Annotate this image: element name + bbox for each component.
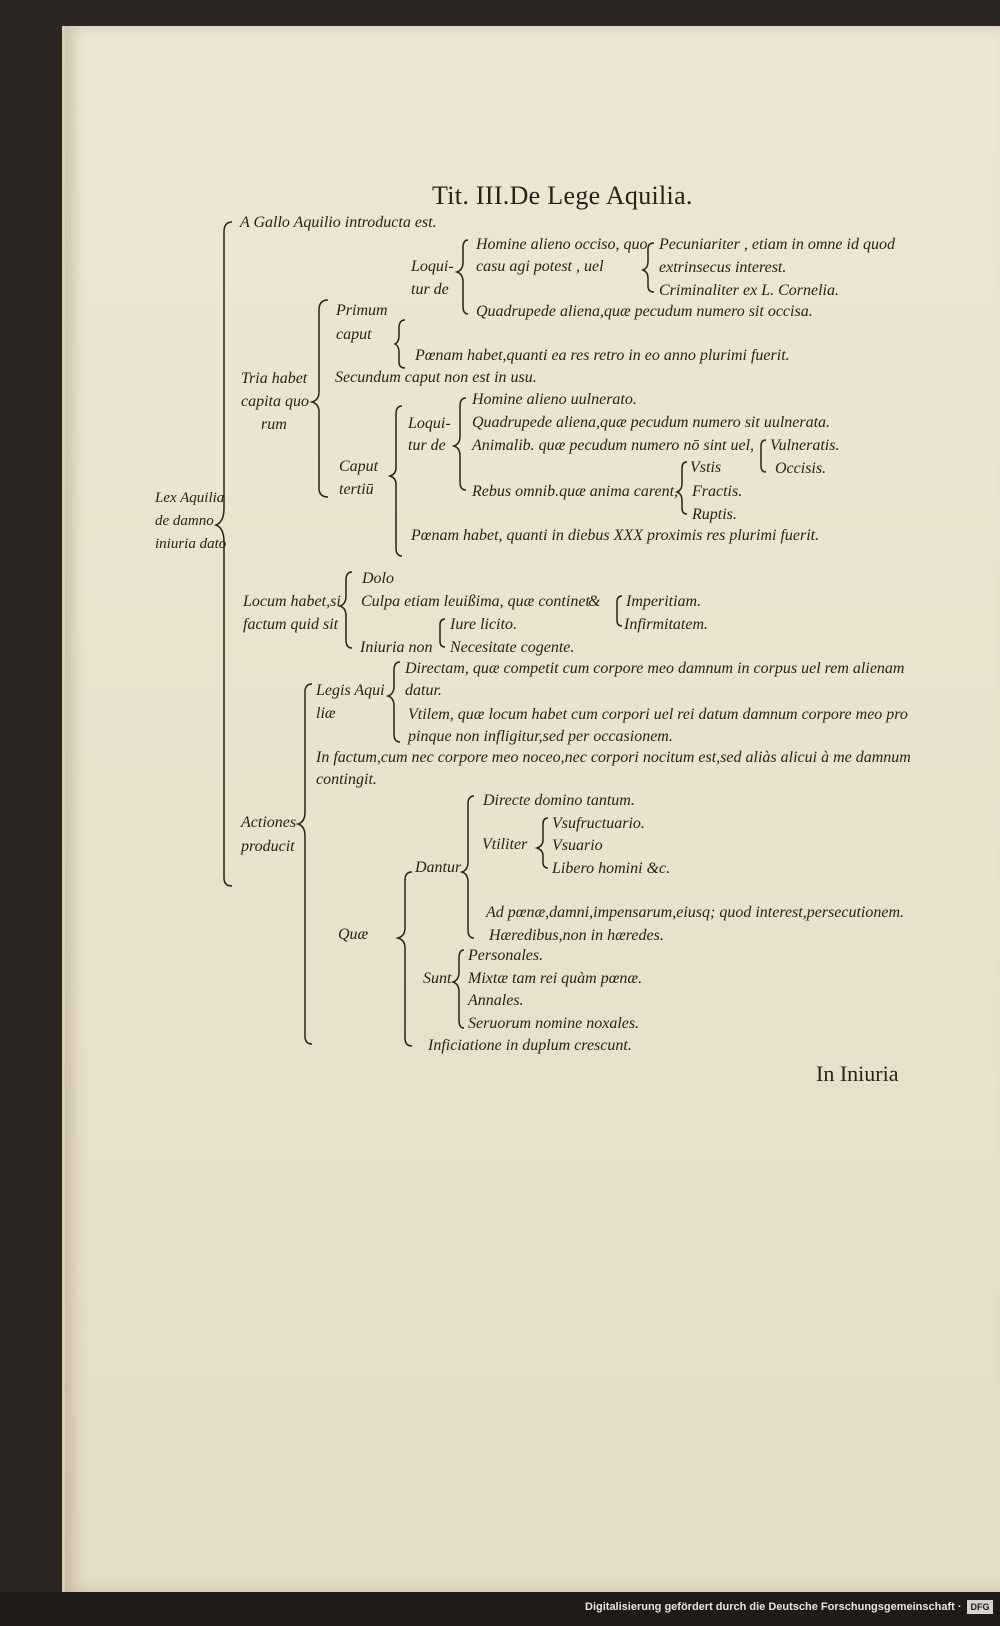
tria-habet: Tria habet bbox=[241, 370, 308, 387]
libero-homini: Libero homini &c. bbox=[552, 860, 671, 877]
brace-quae bbox=[395, 871, 413, 1047]
pecuniariter-2: extrinsecus interest. bbox=[659, 259, 787, 276]
infirmitatem: Infirmitatem. bbox=[624, 616, 708, 633]
fractis: Fractis. bbox=[692, 483, 743, 500]
caput-label: caput bbox=[336, 326, 372, 343]
actiones: Actiones bbox=[241, 814, 297, 831]
in-factum-2: contingit. bbox=[316, 771, 377, 788]
sunt-label: Sunt bbox=[423, 970, 452, 987]
quadrupede-uulnerata: Quadrupede aliena,quæ pecudum numero sit… bbox=[472, 414, 831, 431]
rum: rum bbox=[261, 416, 287, 433]
brace-loq1 bbox=[454, 239, 469, 315]
iniuria-non: Iniuria non bbox=[360, 639, 433, 656]
loquitur-1b: tur de bbox=[411, 281, 449, 298]
animalib: Animalib. quæ pecudum numero nō sint uel… bbox=[472, 437, 755, 454]
necessitate: Necesitate cogente. bbox=[450, 639, 575, 656]
poenam-habet-2: Pœnam habet, quanti in diebus XXX proxim… bbox=[411, 527, 820, 544]
homine-uulnerato: Homine alieno uulnerato. bbox=[472, 391, 637, 408]
pecuniariter-1: Pecuniariter , etiam in omne id quod bbox=[659, 236, 895, 253]
brace-locum bbox=[337, 571, 353, 649]
capita-quo: capita quo bbox=[241, 393, 309, 410]
footer-strip bbox=[0, 1592, 1000, 1626]
ad-poenae: Ad pœnæ,damni,impensarum,eiusq; quod int… bbox=[486, 904, 905, 921]
locum-habet-2: factum quid sit bbox=[243, 616, 339, 633]
dfg-logo: DFG bbox=[967, 1600, 993, 1614]
brace-root bbox=[213, 221, 233, 887]
brace-tria bbox=[309, 299, 329, 498]
brace-vstis bbox=[674, 461, 688, 515]
directam-2: datur. bbox=[405, 682, 442, 699]
rebus-omnib: Rebus omnib.quæ anima carent, bbox=[472, 483, 679, 500]
producit: producit bbox=[241, 838, 295, 855]
primum-label: Primum bbox=[336, 302, 388, 319]
root-label: Lex Aquilia de damno iniuria dato bbox=[155, 487, 235, 556]
vstis: Vstis bbox=[690, 459, 722, 476]
catchword: In Iniuria bbox=[816, 1061, 899, 1086]
ruptis: Ruptis. bbox=[692, 506, 737, 523]
loquitur-1a: Loqui- bbox=[411, 258, 454, 275]
vulneratis: Vulneratis. bbox=[770, 437, 840, 454]
homine-occiso-1: Homine alieno occiso, quo bbox=[476, 236, 648, 253]
page-title: Tit. III.De Lege Aquilia. bbox=[432, 181, 693, 210]
brace-tert bbox=[387, 405, 403, 557]
brace-iniuria bbox=[439, 618, 446, 648]
homine-occiso-2: casu agi potest , uel bbox=[476, 258, 604, 275]
culpa: Culpa etiam leuißima, quæ continet bbox=[361, 593, 590, 610]
quadrupede-occisa: Quadrupede aliena,quæ pecudum numero sit… bbox=[476, 303, 813, 320]
seruorum: Seruorum nomine noxales. bbox=[468, 1015, 640, 1032]
vtilem-1: Vtilem, quæ locum habet cum corpori uel … bbox=[408, 706, 908, 723]
book-page bbox=[62, 26, 1000, 1592]
brace-pec bbox=[640, 242, 655, 293]
legis-aquiliae-2: liæ bbox=[316, 705, 336, 722]
imperitiam: Imperitiam. bbox=[626, 593, 702, 610]
vsuario: Vsuario bbox=[552, 837, 603, 854]
mixtae: Mixtæ tam rei quàm pœnæ. bbox=[468, 970, 643, 987]
personales: Personales. bbox=[468, 947, 544, 964]
brace-loq2 bbox=[451, 397, 467, 491]
brace-vtiliter bbox=[534, 817, 549, 869]
quae-label: Quæ bbox=[338, 926, 369, 943]
root-text: Lex Aquilia de damno iniuria dato bbox=[155, 490, 227, 552]
haeredibus: Hæredibus,non in hæredes. bbox=[489, 927, 664, 944]
directe-domino: Directe domino tantum. bbox=[483, 792, 635, 809]
brace-primum bbox=[393, 319, 406, 369]
inficiatione: Inficiatione in duplum crescunt. bbox=[428, 1037, 632, 1054]
criminaliter: Criminaliter ex L. Cornelia. bbox=[659, 282, 839, 299]
digitization-credit: Digitalisierung gefördert durch die Deut… bbox=[585, 1601, 962, 1613]
loquitur-2a: Loqui- bbox=[408, 415, 451, 432]
brace-dantur bbox=[459, 795, 475, 939]
occisis: Occisis. bbox=[775, 460, 827, 477]
brace-culpa bbox=[616, 595, 623, 627]
vtiliter-label: Vtiliter bbox=[482, 836, 528, 853]
dantur-label: Dantur bbox=[415, 859, 462, 876]
caput-tertium-2: tertiū bbox=[339, 481, 374, 498]
iure-licito: Iure licito. bbox=[450, 616, 517, 633]
loquitur-2b: tur de bbox=[408, 437, 446, 454]
locum-habet-1: Locum habet,si bbox=[243, 593, 341, 610]
caput-tertium-1: Caput bbox=[339, 458, 379, 475]
brace-actiones bbox=[295, 683, 313, 1045]
in-factum-1: In factum,cum nec corpore meo noceo,nec … bbox=[316, 749, 911, 766]
brace-sunt bbox=[450, 949, 465, 1029]
intro-line: A Gallo Aquilio introducta est. bbox=[240, 214, 437, 231]
legis-aquiliae-1: Legis Aqui bbox=[316, 682, 385, 699]
vtilem-2: pinque non infligitur,sed per occasionem… bbox=[408, 728, 673, 745]
et-sign: & bbox=[588, 593, 601, 610]
brace-vuln bbox=[760, 439, 767, 473]
poenam-habet-1: Pœnam habet,quanti ea res retro in eo an… bbox=[415, 347, 790, 364]
secundum-caput: Secundum caput non est in usu. bbox=[335, 369, 537, 386]
directam-1: Directam, quæ competit cum corpore meo d… bbox=[405, 660, 905, 677]
brace-legis bbox=[385, 661, 401, 743]
vsufructuario: Vsufructuario. bbox=[552, 815, 645, 832]
dolo: Dolo bbox=[362, 570, 394, 587]
annales: Annales. bbox=[468, 992, 524, 1009]
